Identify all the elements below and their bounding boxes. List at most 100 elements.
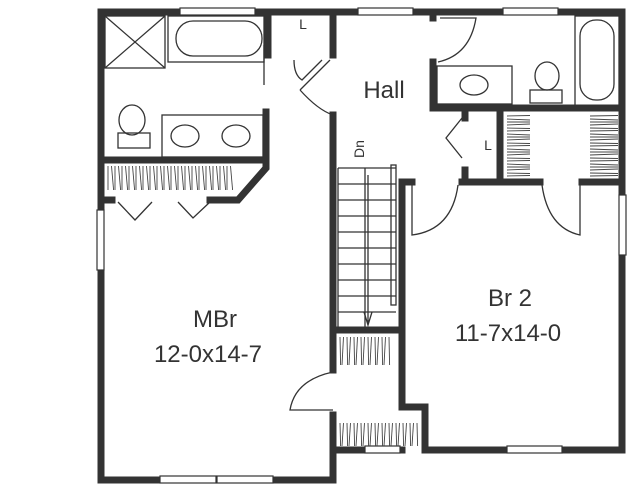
shelf-hatch <box>348 422 351 447</box>
shelf-hatch <box>506 172 531 174</box>
shelf-hatch <box>506 163 531 166</box>
shelf-hatch <box>589 142 619 144</box>
window <box>179 7 256 16</box>
shelf-hatch <box>506 130 531 132</box>
shelf-hatch <box>367 422 370 447</box>
window <box>506 445 563 454</box>
shelf-hatch <box>339 422 342 447</box>
shelf-hatch <box>404 422 407 447</box>
room-label-br2: Br 2 <box>488 285 532 312</box>
shelf-hatch <box>202 165 206 191</box>
shelf-hatch <box>167 165 171 191</box>
shelf-hatch <box>589 145 619 147</box>
shelf-hatch <box>348 336 351 366</box>
shelf-hatch <box>369 422 372 447</box>
linen-closet-label: L <box>299 16 307 32</box>
shelf-hatch <box>374 422 377 447</box>
bath-door[interactable] <box>437 17 477 63</box>
shelf-hatch <box>111 165 115 191</box>
shelf-hatch <box>589 153 619 156</box>
shelf-hatch <box>589 175 619 177</box>
shelf-hatch <box>160 165 164 191</box>
shelf-hatch <box>506 142 531 144</box>
interior-walls <box>97 8 626 454</box>
room-label-hall: Hall <box>363 77 404 104</box>
room-dimensions-br2: 11-7x14-0 <box>455 320 561 347</box>
sink <box>170 124 200 148</box>
shelf-hatch <box>216 165 220 191</box>
bifold-door[interactable] <box>117 201 211 221</box>
shelf-hatch <box>388 336 391 366</box>
shelf-hatch <box>506 138 531 141</box>
window <box>364 445 401 454</box>
shelf-hatch <box>411 422 414 447</box>
bathtub-basin <box>579 19 615 101</box>
vanity <box>436 65 513 105</box>
shelf-hatch <box>589 163 619 166</box>
closet-door[interactable] <box>289 371 334 411</box>
shelf-hatch <box>409 422 412 447</box>
exterior-walls <box>97 8 626 484</box>
shelf-hatch <box>188 165 192 191</box>
windows <box>96 7 627 484</box>
shelf-hatch <box>381 336 384 366</box>
handrail <box>390 164 397 306</box>
shelf-hatch <box>339 336 342 366</box>
window <box>216 475 274 484</box>
bathtub-basin <box>175 20 263 57</box>
shelf-hatch <box>397 422 400 447</box>
shelf-hatch <box>388 422 391 447</box>
shelf-hatch <box>381 422 384 447</box>
door[interactable] <box>299 59 334 116</box>
shelf-hatch <box>181 165 185 191</box>
closet-door[interactable] <box>445 117 463 159</box>
toilet <box>118 104 146 136</box>
closet-door[interactable] <box>293 59 323 81</box>
shelf-hatch <box>360 336 363 366</box>
shelf-hatch <box>506 118 531 121</box>
shelf-hatch <box>589 130 619 132</box>
shelf-hatch <box>383 336 386 366</box>
shelf-hatch <box>506 115 531 117</box>
shelf-hatch <box>341 422 344 447</box>
shower <box>104 15 166 69</box>
shelf-hatch <box>353 422 356 447</box>
stairs-label: Dn <box>351 140 367 158</box>
shelf-hatch <box>589 123 619 126</box>
shelf-hatch <box>376 336 379 366</box>
shelf-hatch <box>355 422 358 447</box>
shelf-hatch <box>589 138 619 141</box>
shelf-hatch <box>223 165 227 191</box>
window <box>159 475 217 484</box>
doors <box>117 17 581 411</box>
shelf-hatch <box>362 422 365 447</box>
shelf-hatch <box>209 165 213 191</box>
toilet <box>534 61 560 91</box>
sink <box>459 74 489 96</box>
shelf-hatch <box>118 165 122 191</box>
window <box>502 7 559 16</box>
shelf-hatch <box>346 336 349 366</box>
shelf-hatch <box>374 336 377 366</box>
room-label-mbr: MBr <box>193 306 237 333</box>
shelf-hatch <box>589 148 619 151</box>
closet-door[interactable] <box>541 184 581 236</box>
shelf-hatch <box>353 336 356 366</box>
shelf-hatch <box>139 165 143 191</box>
stairs <box>337 164 397 330</box>
room-dimensions-mbr: 12-0x14-7 <box>154 341 262 368</box>
shelf-hatch <box>589 127 619 129</box>
shelf-hatch <box>125 165 129 191</box>
window <box>357 7 414 16</box>
bedroom-door[interactable] <box>411 184 459 236</box>
shelf-hatch <box>589 115 619 117</box>
shelf-hatch <box>589 172 619 174</box>
shelf-hatch <box>395 422 398 447</box>
toilet-tank <box>117 132 151 149</box>
shelf-hatch <box>369 336 372 366</box>
shelf-hatch <box>506 175 531 177</box>
shelf-hatch <box>355 336 358 366</box>
vanity <box>161 114 264 158</box>
toilet-tank <box>529 89 563 104</box>
